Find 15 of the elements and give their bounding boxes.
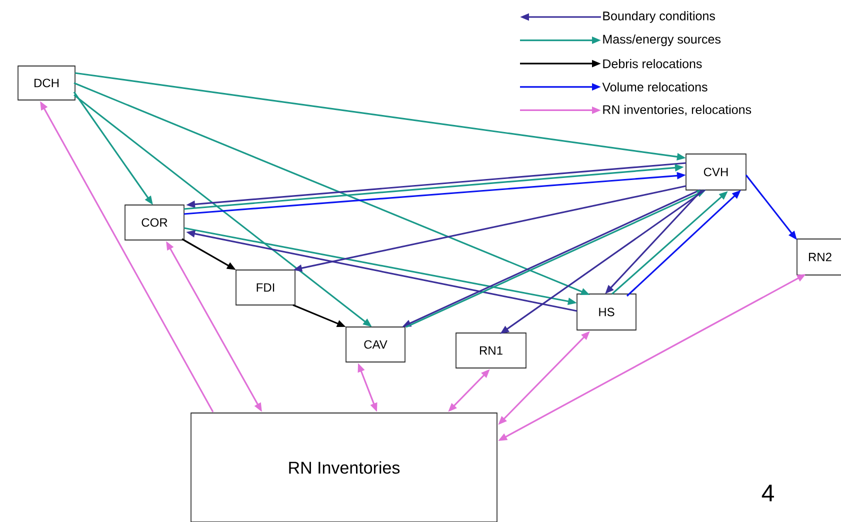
legend-text: Volume relocations: [602, 82, 708, 92]
legend-text: RN inventories, relocations: [603, 104, 752, 116]
process-box: COR: [124, 204, 184, 240]
process-box: CVH: [686, 154, 746, 190]
process-box: HS: [576, 294, 636, 330]
process-box: RN Inventories: [190, 412, 498, 522]
page-number: 4: [762, 484, 774, 502]
legend-text: Debris relocations: [603, 59, 702, 68]
process-box: CAV: [346, 326, 406, 362]
legend-text: Boundary conditions: [603, 11, 715, 23]
process-box: DCH: [18, 66, 76, 100]
legend-text: Mass/energy sources: [603, 34, 721, 46]
process-box: RN2: [796, 238, 841, 276]
process-box: FDI: [236, 270, 296, 306]
process-box: RN1: [456, 332, 526, 368]
